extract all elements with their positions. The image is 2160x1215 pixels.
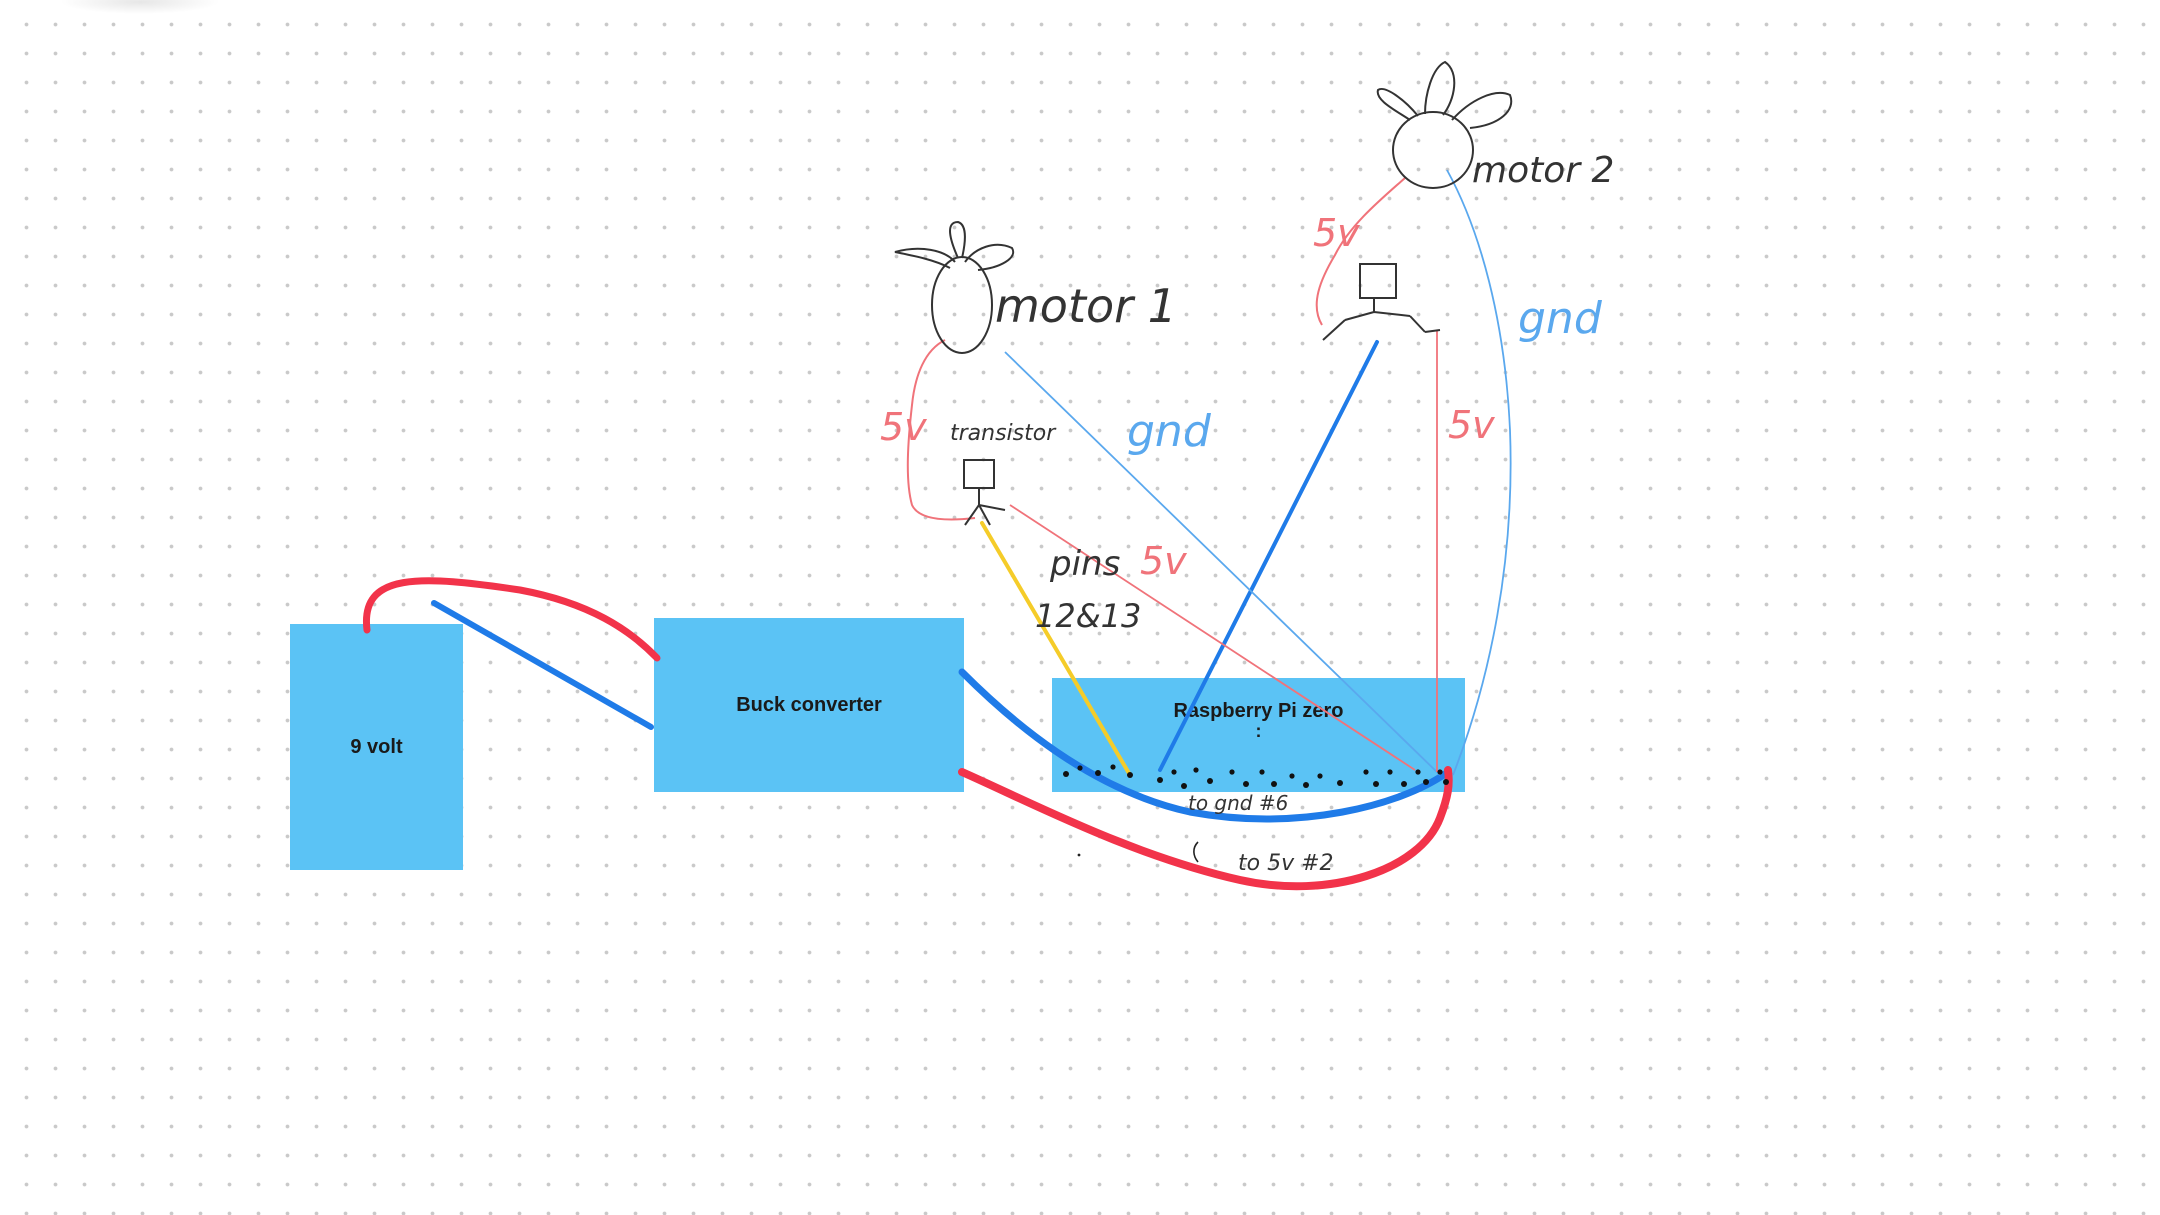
buck-converter-label: Buck converter xyxy=(736,693,882,716)
transistor1-symbol xyxy=(963,459,1006,526)
gpio-pin-wire[interactable] xyxy=(980,521,1132,777)
raspberry-pi-block[interactable]: Raspberry Pi zero : xyxy=(1052,678,1465,792)
pins-label: pins xyxy=(1049,544,1120,584)
5v-label-motor2: 5v xyxy=(1313,211,1360,255)
gpio-header xyxy=(1063,764,1449,789)
battery-block[interactable]: 9 volt xyxy=(290,624,463,870)
motor1-5v-wire xyxy=(906,339,976,521)
transistor-label: transistor xyxy=(950,421,1057,446)
motor2-5v-wire xyxy=(1315,177,1406,326)
motor1-fan xyxy=(894,220,1015,354)
transistor2-symbol xyxy=(1322,263,1441,341)
5v-label-transistor1: 5v xyxy=(1140,539,1187,583)
motor1-ground-wire xyxy=(1004,351,1441,776)
motor2-label: motor 2 xyxy=(1472,150,1614,191)
to-5v-label: to 5v #2 xyxy=(1238,851,1334,876)
stray-marks xyxy=(1077,841,1199,863)
gnd-label-motor2: gnd xyxy=(1518,293,1603,344)
buck-5v-wire[interactable] xyxy=(958,766,1453,891)
gnd-label-motor1: gnd xyxy=(1127,406,1212,457)
5v-label-transistor2: 5v xyxy=(1448,403,1495,447)
battery-label: 9 volt xyxy=(350,735,403,758)
transistor1-5v-wire xyxy=(1009,504,1416,771)
transistor2-pin-wire[interactable] xyxy=(1158,340,1379,772)
raspberry-pi-label: Raspberry Pi zero xyxy=(1173,700,1344,722)
motor1-label: motor 1 xyxy=(995,279,1177,333)
buck-converter-block[interactable]: Buck converter xyxy=(654,618,964,792)
battery-negative-wire[interactable] xyxy=(431,600,654,730)
motor2-fan xyxy=(1376,60,1513,189)
canvas-smudge xyxy=(60,0,220,14)
buck-ground-wire[interactable] xyxy=(958,668,1449,823)
battery-positive-wire[interactable] xyxy=(362,577,661,662)
5v-label-motor1: 5v xyxy=(880,405,927,449)
raspberry-pi-colon: : xyxy=(1255,721,1262,741)
pins-numbers-label: 12&13 xyxy=(1035,597,1141,635)
to-gnd-label: to gnd #6 xyxy=(1188,791,1288,815)
motor2-ground-wire xyxy=(1446,169,1512,776)
